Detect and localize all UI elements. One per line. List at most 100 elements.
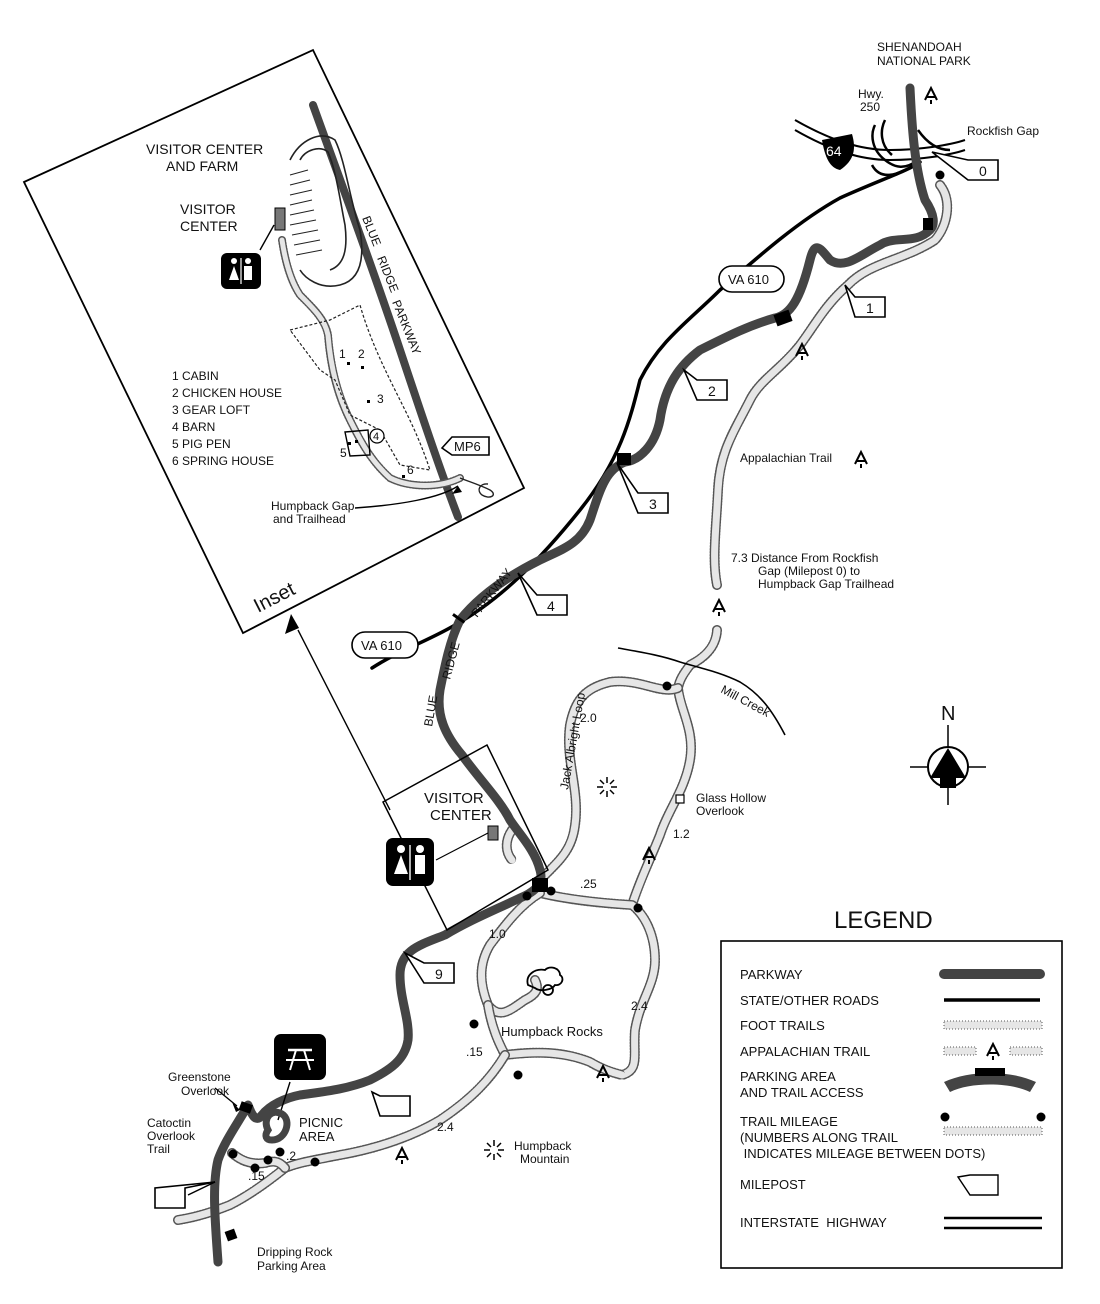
farm-marker-1: 1 [339,347,346,361]
legend [720,940,1063,1269]
humpback-mtn-label-1: Humpback [514,1139,572,1153]
interstate-number: 64 [826,143,842,159]
visitor-center-label-2: CENTER [430,807,492,824]
distance-note-1: 7.3 Distance From Rockfish [731,551,878,565]
inset-milepost-label: MP6 [454,439,481,454]
legend-parking-1: PARKING AREA [740,1069,836,1084]
legend-mileage-2: (NUMBERS ALONG TRAIL [740,1130,898,1145]
inset-parking-lots [289,169,323,256]
trail-dots [228,170,945,1173]
farm-item-6: 6 SPRING HOUSE [172,454,274,468]
visitor-center-bldg [487,825,499,841]
mileage-1-0: 1.0 [489,927,506,941]
farm-fence [288,304,431,471]
visitor-center-label-1: VISITOR [424,790,484,807]
picnic-area-icon [274,1034,326,1080]
picnic-label-1: PICNIC [299,1115,343,1130]
humpback-mtn-label-2: Mountain [520,1152,569,1166]
park-label-1: SHENANDOAH [877,40,962,54]
mileage-1-2: 1.2 [673,827,690,841]
milepost-1: 1 [866,300,874,316]
glass-hollow-marker [675,794,685,804]
greenstone-label-1: Greenstone [168,1070,231,1084]
mill-creek-label: Mill Creek [719,682,774,720]
interstate-64-shield [822,134,855,170]
va610-label-b: VA 610 [361,638,402,653]
picnic-loop [262,1108,291,1144]
inset-humpback-1: Humpback Gap [271,499,355,513]
inset-humpback-2: and Trailhead [273,512,346,526]
legend-title: LEGEND [834,907,933,934]
farm-marker-4: 4 [373,431,379,443]
mill-creek-stream [617,647,786,736]
greenstone-label-2: Overlook [181,1084,230,1098]
farm-item-3: 3 GEAR LOFT [172,403,251,417]
humpback-rocks-icon [526,966,564,996]
catoctin-label-1: Catoctin [147,1116,191,1130]
legend-milepost: MILEPOST [740,1177,806,1192]
parkway-road [210,83,938,1267]
restroom-icon [386,838,434,886]
milepost-0: 0 [979,163,987,179]
summit-marks [484,777,617,1160]
mileage-2-0: 2.0 [580,711,597,725]
inset-vc-farm-2: AND FARM [166,158,238,174]
inset-panel [22,48,526,811]
parkway-label-1: BLUE [421,694,440,727]
legend-interstate: INTERSTATE HIGHWAY [740,1215,887,1230]
farm-item-5: 5 PIG PEN [172,437,231,451]
milepost-boxes [154,151,999,1209]
appalachian-trail-symbols [395,85,938,1164]
jack-albright-label: Jack Albright Loop [557,691,588,790]
farm-marker-2: 2 [358,347,365,361]
farm-marker-6: 6 [407,463,414,477]
farm-item-1: 1 CABIN [172,369,219,383]
hwy-label-1: Hwy. [858,87,884,101]
mileage-0-2: .2 [286,1149,296,1163]
humpback-rocks-label: Humpback Rocks [501,1024,603,1039]
inset-restroom-icon [221,253,261,289]
picnic-label-2: AREA [299,1129,335,1144]
compass-north: N [941,703,955,725]
catoctin-label-3: Trail [147,1142,170,1156]
glass-hollow-label-1: Glass Hollow [696,791,766,805]
rockfish-gap-label: Rockfish Gap [967,124,1039,138]
distance-note-3: Humpback Gap Trailhead [758,577,894,591]
mileage-0-25: .25 [580,877,597,891]
inset-vc-2: CENTER [180,218,238,234]
visitor-center-box [382,743,549,932]
legend-parking-2: AND TRAIL ACCESS [740,1085,864,1100]
appalachian-trail-path [709,180,953,590]
catoctin-label-2: Overlook [147,1129,196,1143]
farm-item-4: 4 BARN [172,420,215,434]
inset-visitor-center-bldg [274,207,286,231]
inset-vc-1: VISITOR [180,201,236,217]
va610-badge-b [351,631,419,659]
legend-appalachian: APPALACHIAN TRAIL [740,1044,870,1059]
milepost-2: 2 [708,383,716,399]
dripping-rock-label-2: Parking Area [257,1259,326,1273]
legend-mileage-3: INDICATES MILEAGE BETWEEN DOTS) [740,1146,985,1161]
legend-mileage-1: TRAIL MILEAGE [740,1114,838,1129]
milepost-3: 3 [649,496,657,512]
va610-label-a: VA 610 [728,272,769,287]
distance-note-2: Gap (Milepost 0) to [758,564,860,578]
farm-marker-5: 5 [340,446,347,460]
milepost-4: 4 [547,598,555,614]
hwy-250-road [871,119,919,168]
mileage-2-4-b: 2.4 [437,1120,454,1134]
inset-vc-farm-1: VISITOR CENTER [146,141,263,157]
va610-badge-a [718,265,785,293]
legend-parkway: PARKWAY [740,967,803,982]
dripping-rock-label-1: Dripping Rock [257,1245,333,1259]
legend-roads: STATE/OTHER ROADS [740,993,879,1008]
parkway-label-3: PARKWAY [468,566,515,620]
farm-item-2: 2 CHICKEN HOUSE [172,386,282,400]
hwy-label-2: 250 [860,100,880,114]
farm-marker-3: 3 [377,392,384,406]
inset-milepost-box [440,436,490,456]
mileage-0-15-a: .15 [466,1045,483,1059]
milepost-7: 9 [435,966,443,982]
appalachian-trail-label: Appalachian Trail [740,451,832,465]
